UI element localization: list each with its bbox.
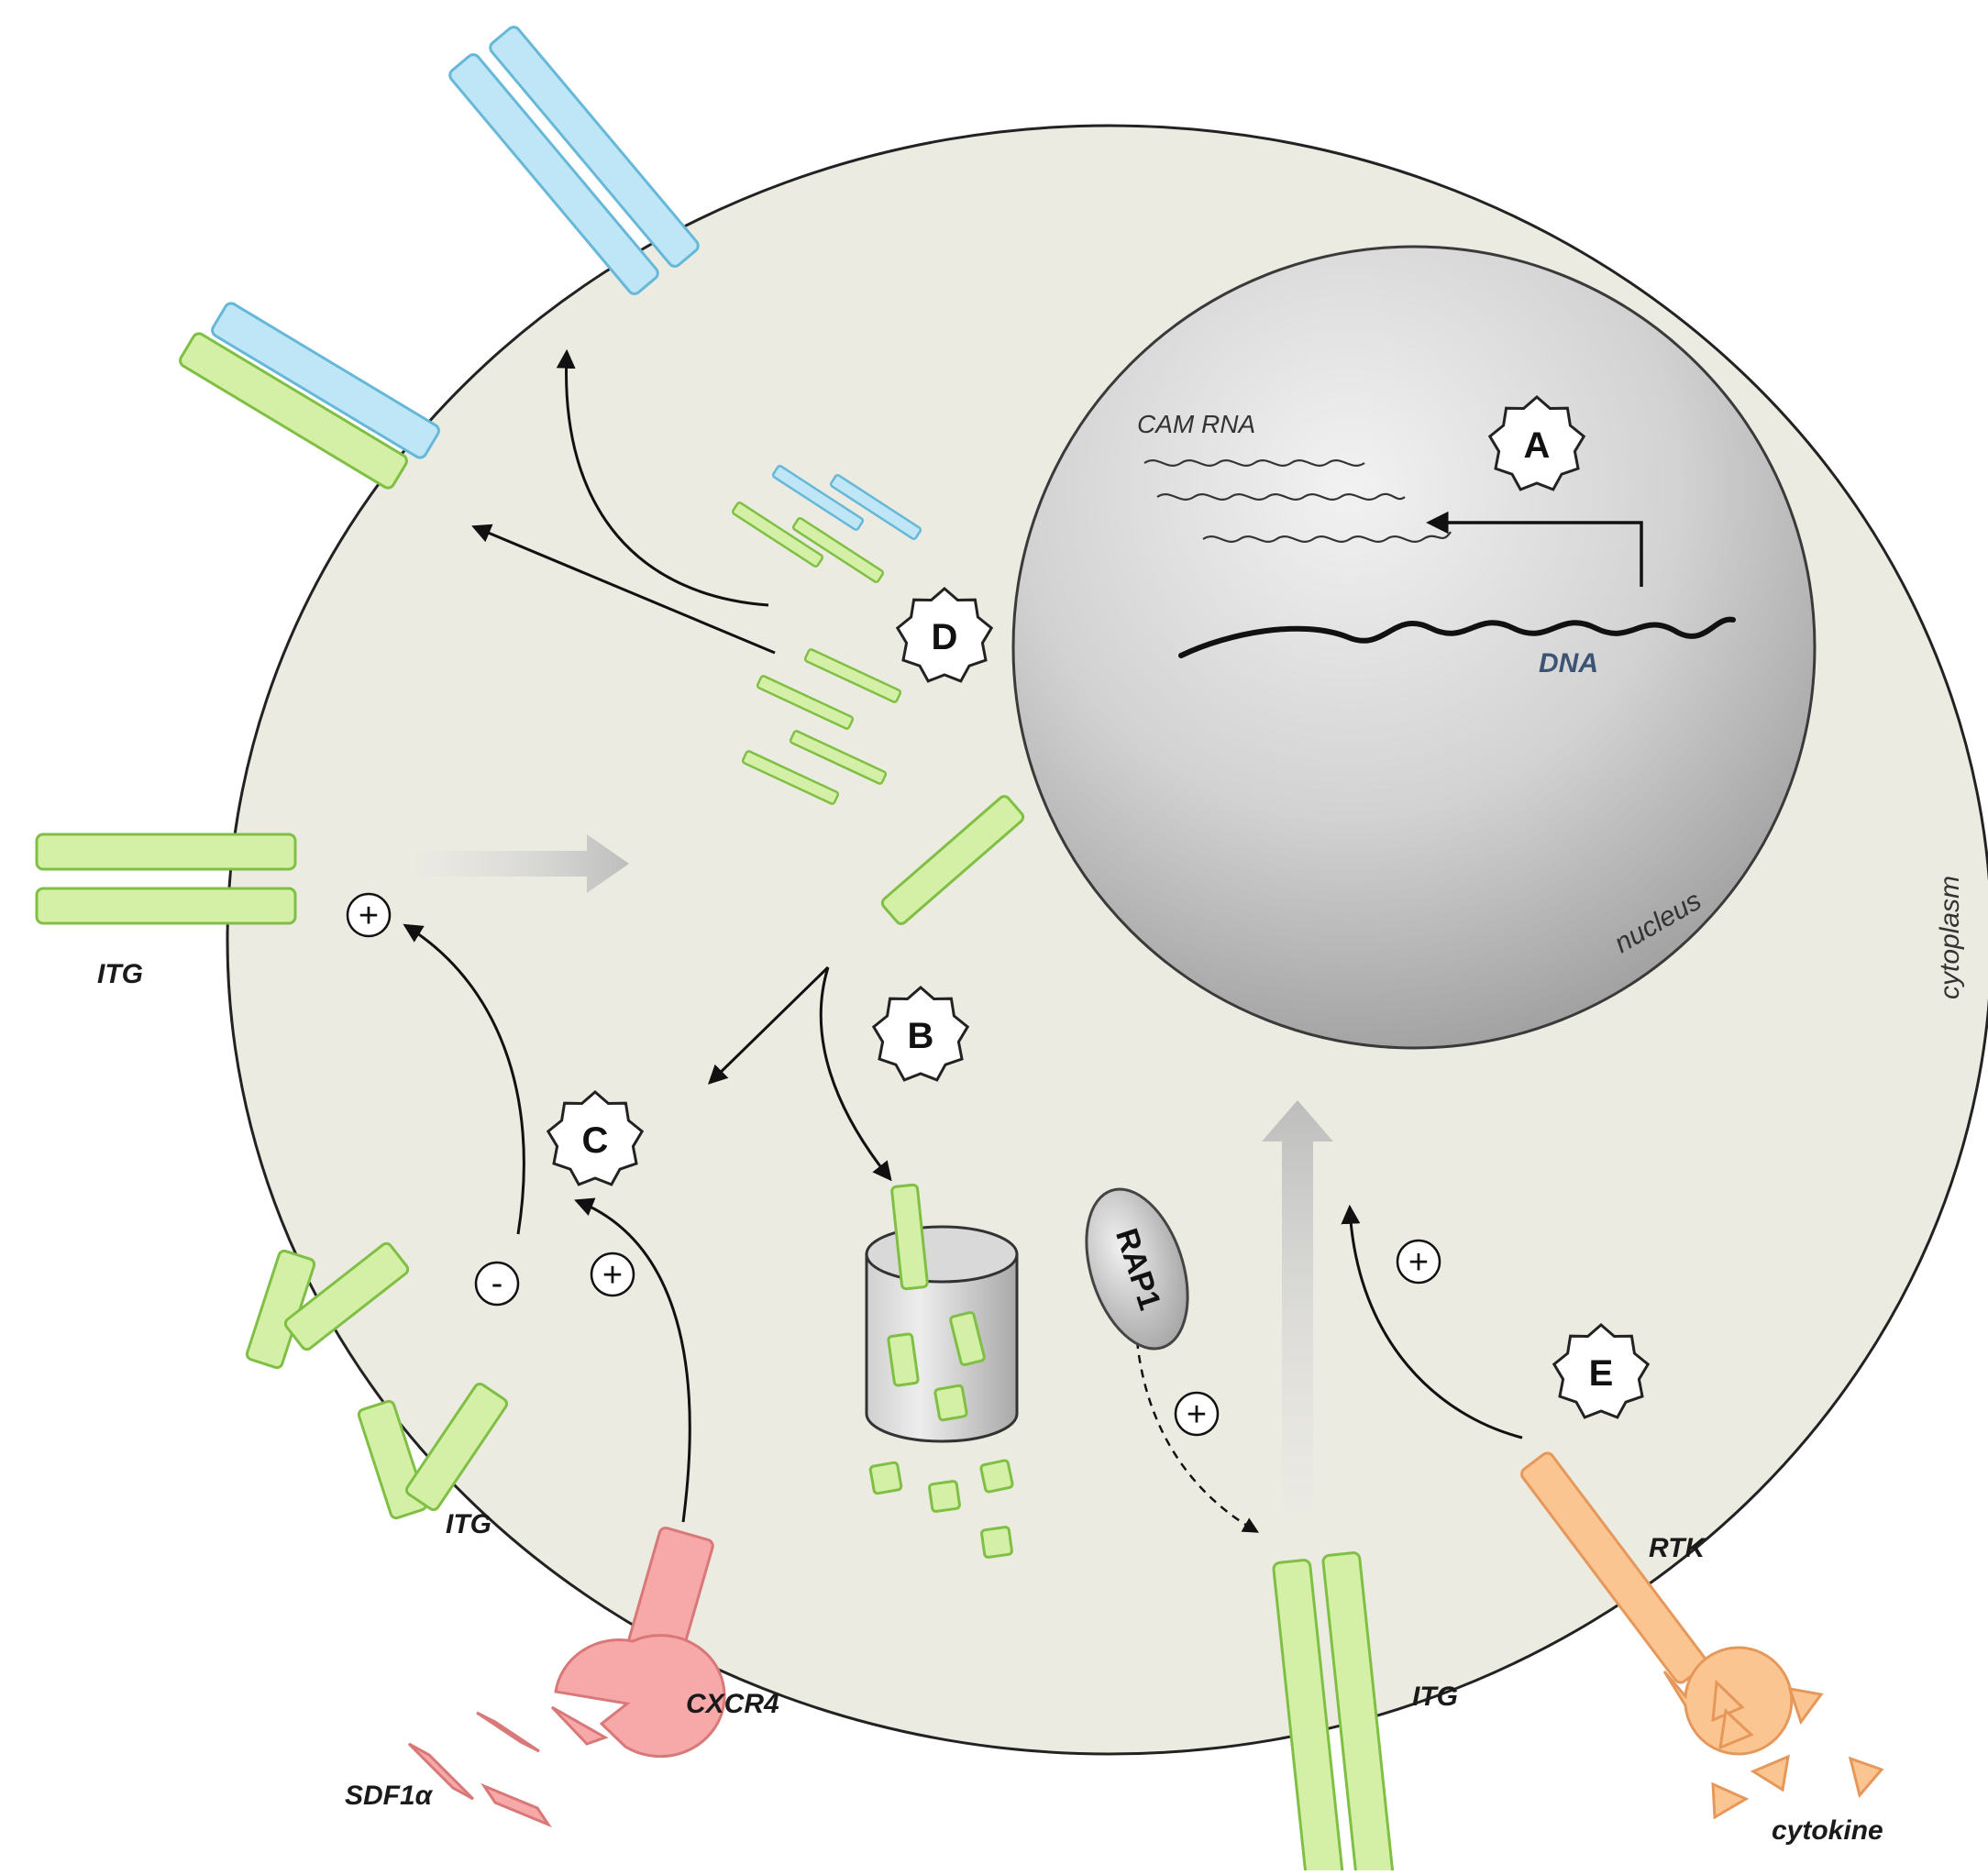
plus-sign-c: +	[590, 1252, 635, 1297]
itg-label-bottom: ITG	[1412, 1682, 1458, 1712]
integrin-dimer-bottom	[1272, 1551, 1395, 1875]
step-badge-d: D	[895, 587, 994, 683]
step-letter-d: D	[932, 617, 958, 657]
arrow-recycle-blue-green	[471, 524, 776, 655]
step-letter-e: E	[1589, 1353, 1614, 1394]
cytoplasm-label: cytoplasm	[1935, 876, 1965, 999]
step-badges: A B C D E	[546, 395, 1651, 1419]
arrow-rtk-signal	[1341, 1204, 1523, 1439]
cytokine-label: cytokine	[1772, 1815, 1883, 1846]
integrin-bent-upper	[245, 1241, 410, 1370]
transcription-arrow	[1426, 511, 1643, 587]
activation-arrow	[1262, 1100, 1333, 1513]
nucleus	[1011, 245, 1817, 1050]
rtk-label: RTK	[1649, 1533, 1706, 1563]
plus-sign-rap1: +	[1174, 1391, 1220, 1437]
integrin-vesicle-cluster	[741, 648, 902, 805]
svg-text:+: +	[1187, 1395, 1207, 1434]
internalized-integrin	[880, 795, 1025, 925]
svg-text:+: +	[602, 1256, 623, 1295]
svg-text:+: +	[359, 897, 379, 935]
minus-sign-c: -	[474, 1261, 520, 1307]
step-badge-a: A	[1487, 395, 1586, 491]
svg-text:-: -	[491, 1264, 503, 1303]
cam-rna-strands	[1143, 459, 1452, 543]
step-badge-e: E	[1552, 1323, 1651, 1419]
integrin-bent-lower	[357, 1382, 509, 1520]
step-letter-c: C	[582, 1120, 609, 1161]
svg-text:+: +	[1408, 1243, 1429, 1282]
degraded-integrin-fragments	[868, 1183, 1014, 1559]
cam-rna-label: CAM RNA	[1137, 410, 1255, 438]
step-letter-a: A	[1524, 425, 1551, 466]
arrow-c-inhibit	[403, 923, 525, 1235]
dna-strand	[1178, 616, 1736, 658]
plus-sign-e: +	[1396, 1239, 1441, 1285]
cam-dimer-blue-green	[179, 302, 440, 490]
cxcr4-receptor	[554, 1526, 726, 1759]
sdf1a-ligands	[407, 1705, 609, 1828]
step-badge-b: B	[871, 986, 970, 1082]
cytoplasm-body	[226, 124, 1988, 1756]
arrow-recycle-blue	[556, 348, 769, 607]
arrow-to-c	[707, 965, 830, 1085]
internalization-arrow	[414, 834, 629, 893]
cytokine-ligands	[1711, 1679, 1884, 1820]
cxcr4-label: CXCR4	[686, 1689, 779, 1719]
itg-label-left: ITG	[97, 959, 143, 989]
cam-vesicle-cluster-top	[731, 465, 922, 583]
step-letter-b: B	[908, 1016, 934, 1056]
cam-dimer-blue	[448, 26, 700, 295]
itg-label-bottom-left: ITG	[446, 1509, 491, 1539]
plus-sign-itg: +	[346, 892, 392, 938]
arrow-cxcr4-to-c	[574, 1197, 691, 1523]
integrin-dimer-left	[35, 833, 297, 925]
arrow-to-degradation	[819, 966, 892, 1182]
dna-label: DNA	[1539, 648, 1598, 678]
rap1-protein: RAP1	[1085, 1187, 1189, 1351]
step-badge-c: C	[546, 1090, 645, 1186]
arrow-rap1-dashed	[1135, 1340, 1260, 1533]
sdf1a-label: SDF1α	[345, 1781, 434, 1811]
